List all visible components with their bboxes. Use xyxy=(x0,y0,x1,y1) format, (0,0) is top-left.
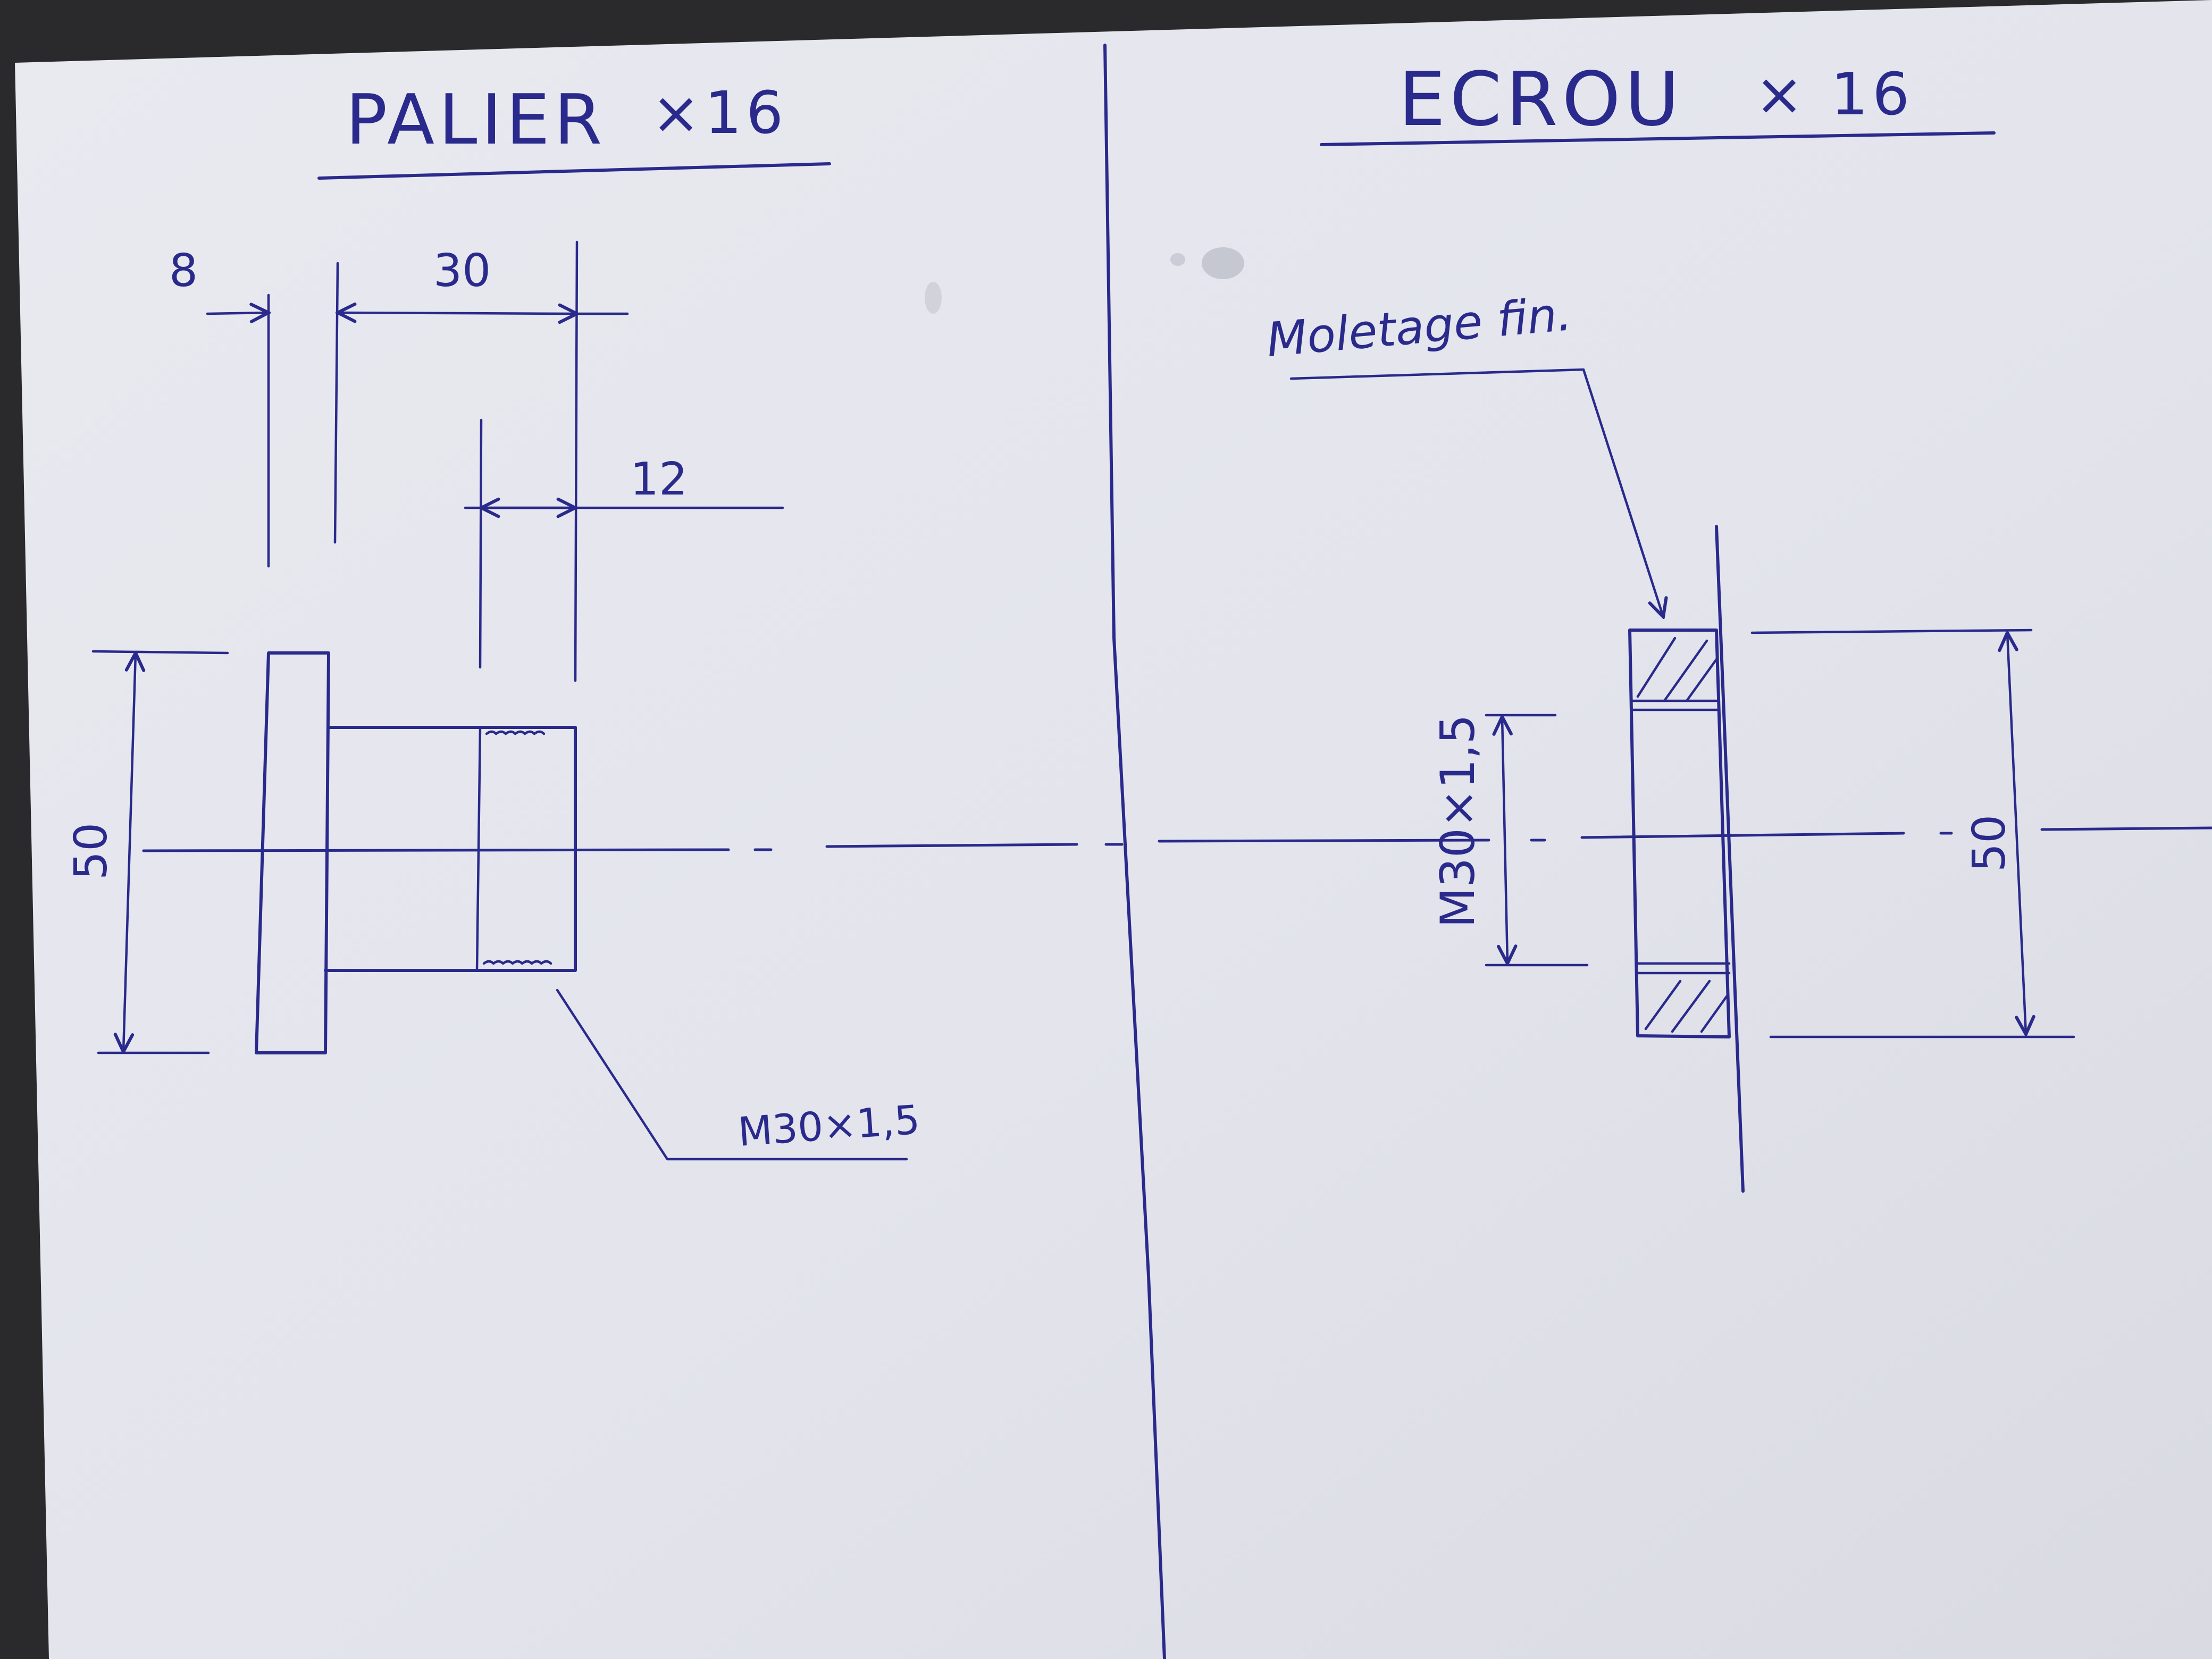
ecrou-quantity: × 16 xyxy=(1755,60,1914,128)
palier-thread-leader xyxy=(556,988,908,1161)
palier-dim-flange: 8 xyxy=(169,245,198,297)
palier-title-underline xyxy=(317,162,831,180)
palier-dim-thread-length: 12 xyxy=(630,453,688,506)
extension-line xyxy=(1750,629,2033,634)
paper-sheet xyxy=(15,0,2212,1659)
ecrou-outline xyxy=(1628,629,1731,1038)
extension-line xyxy=(574,240,579,682)
palier-dim-length: 30 xyxy=(433,245,491,297)
extension-line xyxy=(91,650,229,655)
palier-flange-outline xyxy=(255,651,330,1054)
dimension-line xyxy=(123,653,136,1052)
page-divider xyxy=(1103,44,1166,1659)
extension-line xyxy=(479,418,483,669)
palier-title: PALIER xyxy=(346,79,606,160)
palier-dim-diameter: 50 xyxy=(65,823,118,880)
ink-stain xyxy=(1202,247,1244,279)
palier-thread-marks xyxy=(482,960,552,965)
dimension-line xyxy=(206,313,269,314)
dimension-line xyxy=(2007,633,2026,1034)
dimension-line xyxy=(1502,717,1507,963)
dimension-line xyxy=(338,313,577,314)
palier-thread-marks xyxy=(485,730,546,735)
ecrou-knurl-leader xyxy=(1289,368,1663,617)
ecrou-dim-thread: M30×1,5 xyxy=(1430,714,1485,928)
palier-section: PALIER ×16 8 30 12 50 M30×1,5 xyxy=(65,79,921,1161)
ecrou-face-line xyxy=(1715,525,1745,1193)
ecrou-hatching xyxy=(1644,979,1730,1033)
ecrou-hatching xyxy=(1636,636,1718,702)
ink-stain xyxy=(1170,253,1185,266)
palier-quantity: ×16 xyxy=(651,79,787,147)
ecrou-title-underline xyxy=(1320,131,1996,146)
ink-stain xyxy=(925,282,942,314)
centerline xyxy=(142,826,2212,852)
ecrou-dim-diameter: 50 xyxy=(1963,815,2016,872)
ecrou-title: ECROU xyxy=(1398,56,1683,143)
